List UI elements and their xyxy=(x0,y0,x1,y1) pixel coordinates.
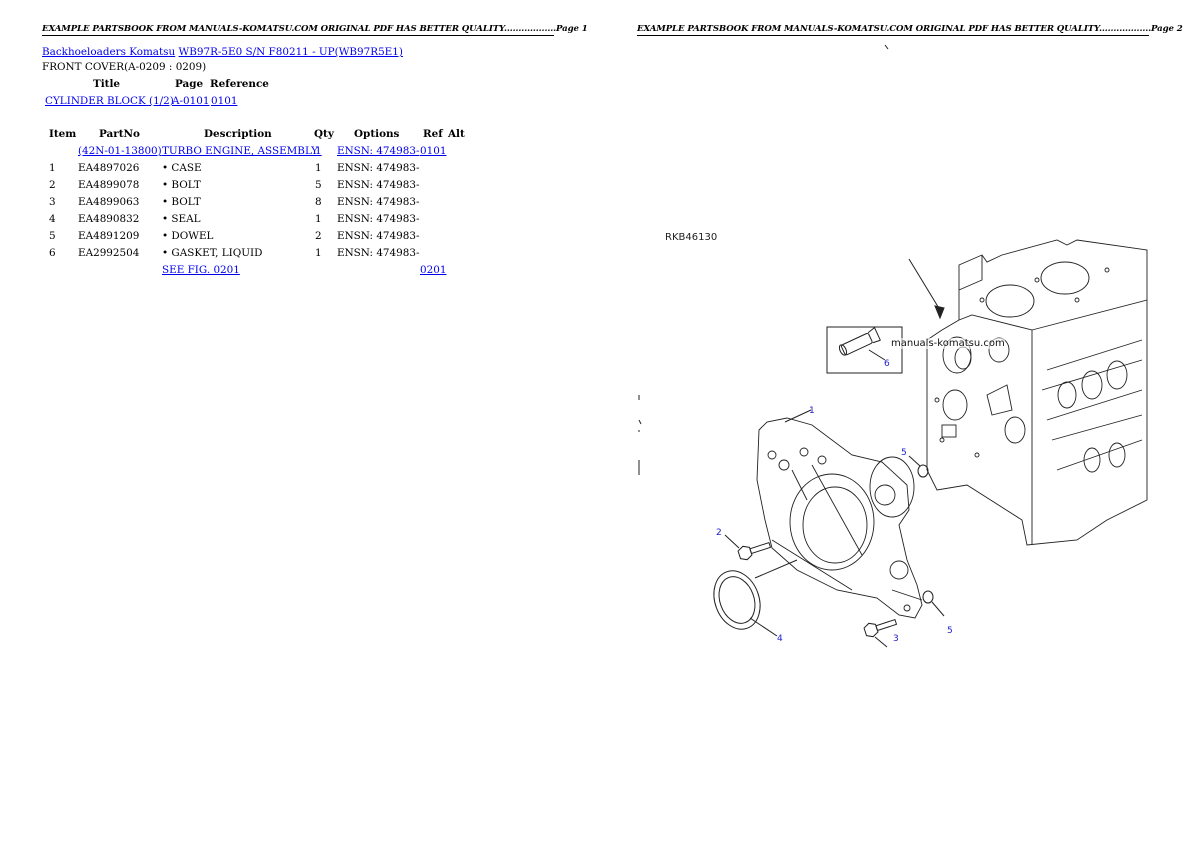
row-description: • DOWEL xyxy=(162,230,214,242)
row-partno: EA4897026 xyxy=(78,162,140,174)
assembly-ref-link[interactable]: 0101 xyxy=(420,145,447,157)
row-options: ENSN: 474983- xyxy=(337,230,420,242)
row-item: 2 xyxy=(49,179,56,191)
row-options: ENSN: 474983- xyxy=(337,179,420,191)
row-item: 6 xyxy=(49,247,56,259)
ref-header-title: Title xyxy=(93,78,121,90)
col-header-ref: Ref xyxy=(423,128,443,140)
col-header-options: Options xyxy=(354,128,400,140)
row-options: ENSN: 474983- xyxy=(337,162,420,174)
row-item: 4 xyxy=(49,213,56,225)
page-header: EXAMPLE PARTSBOOK FROM MANUALS-KOMATSU.C… xyxy=(637,24,1183,36)
row-item: 5 xyxy=(49,230,56,242)
page-header: EXAMPLE PARTSBOOK FROM MANUALS-KOMATSU.C… xyxy=(42,24,588,36)
assembly-partno-link[interactable]: (42N-01-13800) xyxy=(78,145,162,157)
row-qty: 5 xyxy=(315,179,322,191)
row-options: ENSN: 474983- xyxy=(337,196,420,208)
col-header-alt: Alt xyxy=(448,128,465,140)
ref-header-reference: Reference xyxy=(210,78,269,90)
row-partno: EA4890832 xyxy=(78,213,140,225)
see-fig-link[interactable]: SEE FIG. 0201 xyxy=(162,264,240,276)
assembly-description-link[interactable]: TURBO ENGINE, ASSEMBLY xyxy=(162,145,319,157)
col-header-description: Description xyxy=(204,128,272,140)
callout-4: 4 xyxy=(777,634,783,644)
exploded-parts-diagram xyxy=(638,44,1148,648)
page-2: EXAMPLE PARTSBOOK FROM MANUALS-KOMATSU.C… xyxy=(637,0,1183,842)
callout-2: 2 xyxy=(716,528,722,538)
breadcrumb-model-link[interactable]: WB97R-5E0 S/N F80211 - UP(WB97R5E1) xyxy=(178,46,403,58)
breadcrumb-category-link[interactable]: Backhoeloaders Komatsu xyxy=(42,46,176,58)
row-options: ENSN: 474983- xyxy=(337,213,420,225)
page-1: EXAMPLE PARTSBOOK FROM MANUALS-KOMATSU.C… xyxy=(42,0,588,842)
row-item: 1 xyxy=(49,162,56,174)
row-qty: 2 xyxy=(315,230,322,242)
col-header-qty: Qty xyxy=(314,128,334,140)
section-title: FRONT COVER(A-0209 : 0209) xyxy=(42,61,207,73)
see-fig-ref-link[interactable]: 0201 xyxy=(420,264,447,276)
breadcrumb: Backhoeloaders Komatsu WB97R-5E0 S/N F80… xyxy=(42,45,403,59)
callout-1: 1 xyxy=(809,406,815,416)
watermark-text: manuals-komatsu.com xyxy=(891,338,1005,349)
row-description: • BOLT xyxy=(162,179,201,191)
ref-header-page: Page xyxy=(175,78,204,90)
row-options: ENSN: 474983- xyxy=(337,247,420,259)
ref-reference-link[interactable]: 0101 xyxy=(211,95,238,107)
row-description: • SEAL xyxy=(162,213,201,225)
row-partno: EA4899078 xyxy=(78,179,140,191)
col-header-partno: PartNo xyxy=(99,128,140,140)
callout-3: 3 xyxy=(893,634,899,644)
row-description: • BOLT xyxy=(162,196,201,208)
row-description: • GASKET, LIQUID xyxy=(162,247,263,259)
row-item: 3 xyxy=(49,196,56,208)
row-partno: EA4891209 xyxy=(78,230,140,242)
ref-title-link[interactable]: CYLINDER BLOCK (1/2) xyxy=(45,95,174,107)
col-header-item: Item xyxy=(49,128,77,140)
ref-page-link[interactable]: A-0101 xyxy=(172,95,210,107)
row-qty: 8 xyxy=(315,196,322,208)
row-qty: 1 xyxy=(315,247,322,259)
row-description: • CASE xyxy=(162,162,202,174)
assembly-qty-link[interactable]: 1 xyxy=(315,145,322,157)
callout-5-bottom: 5 xyxy=(947,626,953,636)
row-partno: EA4899063 xyxy=(78,196,140,208)
drawing-code: RKB46130 xyxy=(665,232,718,243)
row-partno: EA2992504 xyxy=(78,247,140,259)
assembly-options-link[interactable]: ENSN: 474983- xyxy=(337,145,420,157)
row-qty: 1 xyxy=(315,213,322,225)
callout-5-top: 5 xyxy=(901,448,907,458)
row-qty: 1 xyxy=(315,162,322,174)
callout-6: 6 xyxy=(884,359,890,369)
